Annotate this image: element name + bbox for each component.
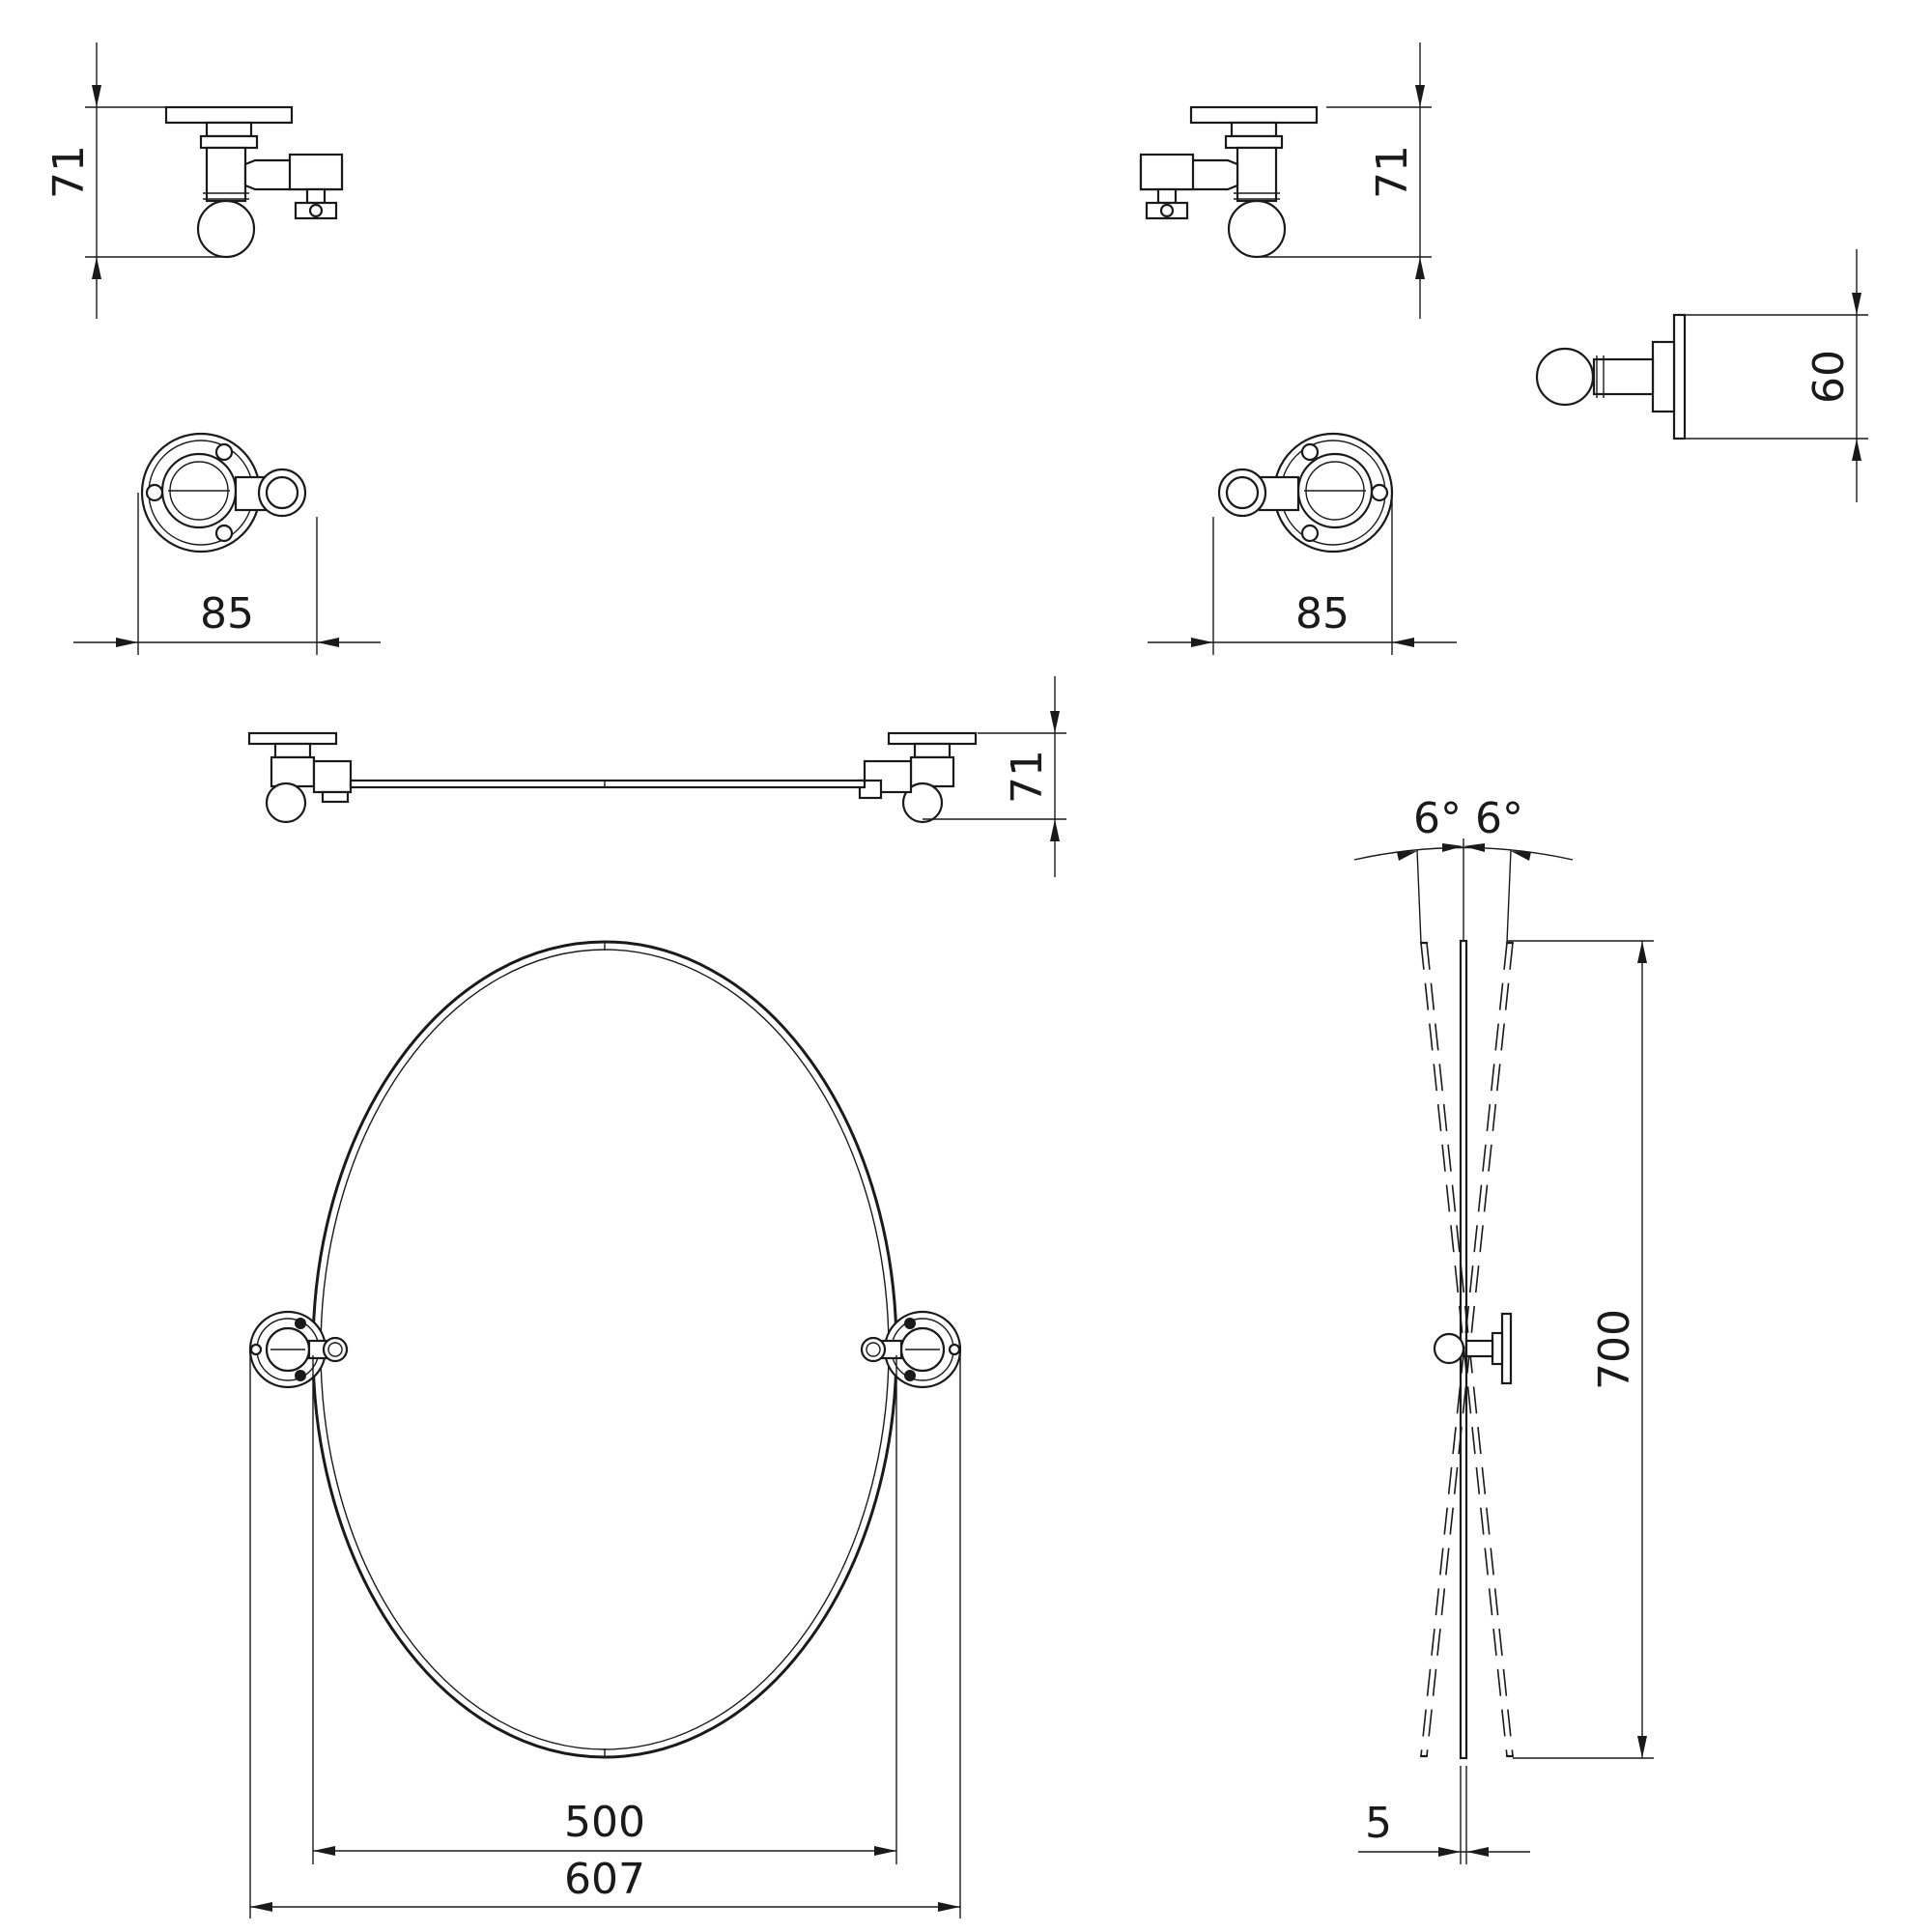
dim-label: 71 xyxy=(1003,750,1052,804)
dim-mirror-width: 500 xyxy=(312,1355,897,1864)
mirror-right-mount xyxy=(860,1310,962,1389)
dim-label: 71 xyxy=(1368,145,1417,199)
dim-assembly-height: 71 xyxy=(923,676,1066,877)
dim-tilt-angle: 6° 6° xyxy=(1353,794,1574,944)
bracket-left-side-view xyxy=(164,105,344,259)
dim-right-width: 85 xyxy=(1148,493,1457,655)
mirror-left-mount xyxy=(248,1310,349,1389)
dim-label: 85 xyxy=(1295,589,1350,639)
dim-label: 85 xyxy=(200,589,254,639)
dim-label: 700 xyxy=(1590,1309,1639,1390)
dim-label: 60 xyxy=(1804,350,1854,404)
dim-label: 6° xyxy=(1475,794,1523,843)
oval-mirror-front-view xyxy=(248,940,962,1759)
mirror-assembly-side-view xyxy=(247,731,978,824)
dim-left-width: 85 xyxy=(73,493,381,655)
bracket-right-top-view xyxy=(1217,432,1394,554)
dim-label: 5 xyxy=(1365,1799,1392,1848)
dim-label: 607 xyxy=(564,1855,645,1904)
knob-side-view xyxy=(1535,313,1687,440)
dim-knob-height: 60 xyxy=(1685,249,1868,502)
dim-label: 6° xyxy=(1413,794,1462,843)
bracket-right-side-view xyxy=(1139,105,1319,259)
dim-mirror-height: 700 xyxy=(1507,940,1654,1759)
mirror-tilt-side-view xyxy=(1419,939,1515,1760)
dim-overall-width: 607 xyxy=(249,1350,961,1918)
dim-label: 71 xyxy=(44,145,94,199)
dim-label: 500 xyxy=(564,1798,645,1847)
dim-glass-thickness: 5 xyxy=(1358,1766,1530,1864)
dim-right-height: 71 xyxy=(1261,43,1432,319)
dim-left-height: 71 xyxy=(44,43,290,319)
bracket-left-top-view xyxy=(140,432,307,554)
